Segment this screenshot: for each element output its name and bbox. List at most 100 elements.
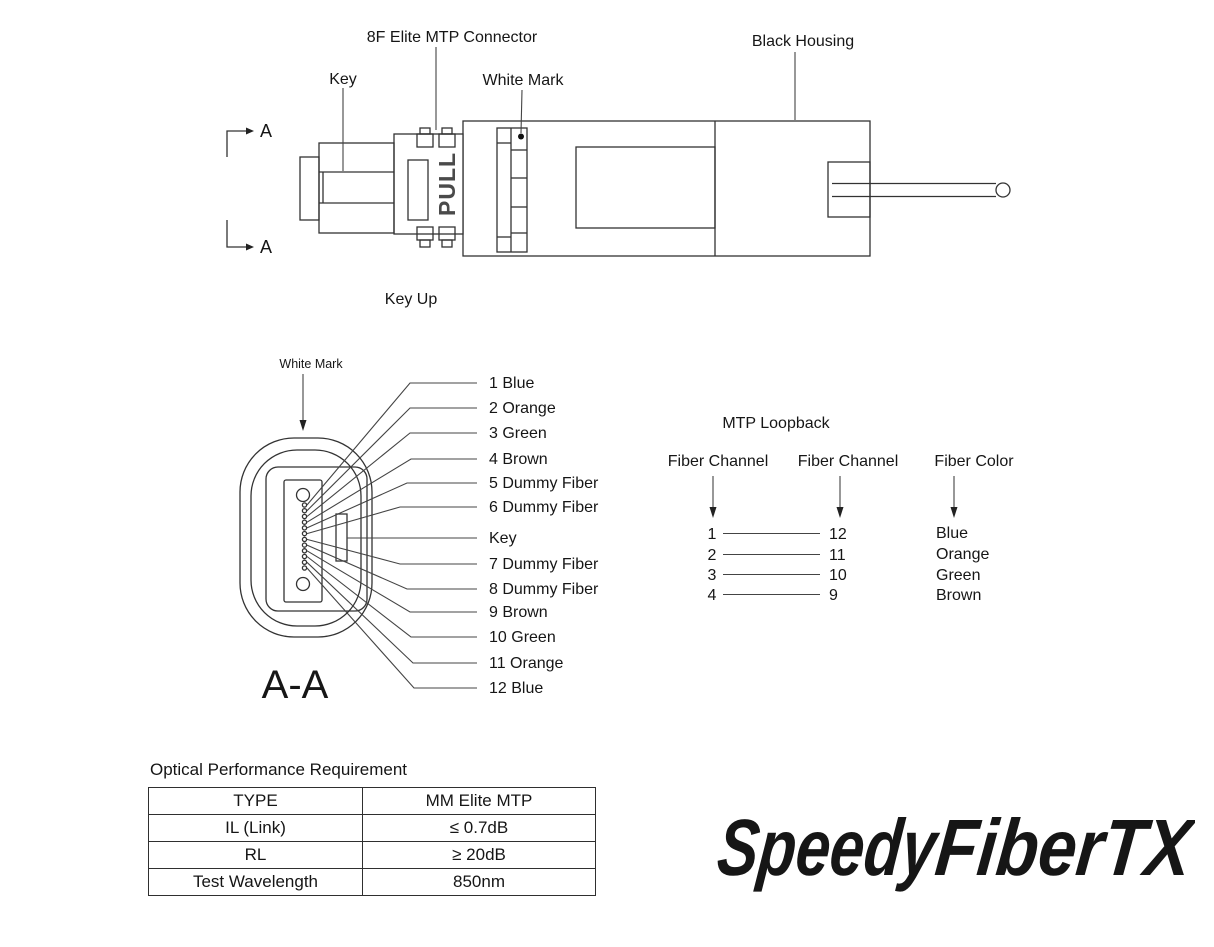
white-mark-dot xyxy=(518,133,524,140)
loopback-header-2: Fiber Channel xyxy=(798,453,899,470)
white-mark-leader-line xyxy=(520,89,523,134)
loopback-color: Green xyxy=(936,567,980,584)
section-letter-top: A xyxy=(260,121,272,141)
section-aa-drawing: White Mark 1 xyxy=(239,357,599,707)
section-letter-bottom: A xyxy=(260,237,272,257)
loopback-from: 3 xyxy=(708,567,717,584)
param-cell: TYPE xyxy=(148,787,363,815)
pin-label: 3 Green xyxy=(489,425,547,442)
fiber-hole-12 xyxy=(301,565,308,571)
fiber-hole-1 xyxy=(301,502,308,508)
pin-label: Key xyxy=(489,530,517,547)
fiber-hole-4 xyxy=(301,519,308,525)
sleeve-window-rect xyxy=(407,159,429,221)
aa-ferrule-face xyxy=(283,479,323,603)
loopback-header-arrows xyxy=(709,476,958,518)
table-row: Test Wavelength 850nm xyxy=(148,868,596,896)
guide-pin-hole-bottom xyxy=(295,576,311,592)
loopback-color: Blue xyxy=(936,525,968,542)
down-arrow-icon xyxy=(950,507,958,518)
fiber-hole-8 xyxy=(301,542,308,548)
fiber-holes xyxy=(301,502,308,571)
white-mark-plate xyxy=(496,127,528,253)
loopback-from: 4 xyxy=(708,587,717,604)
speedyfibertx-logo: Speedy FiberTX xyxy=(714,802,1195,892)
black-housing-label: Black Housing xyxy=(752,33,854,50)
fiber-hole-6 xyxy=(301,530,308,537)
value-cell: 850nm xyxy=(362,868,596,896)
value-cell: ≥ 20dB xyxy=(362,841,596,869)
optical-table-title: Optical Performance Requirement xyxy=(150,760,408,779)
housing-inner-rect xyxy=(575,146,716,229)
fiber-hole-7 xyxy=(301,536,308,543)
pin-label: 1 Blue xyxy=(489,375,534,392)
ferrule-tip-rect xyxy=(299,156,320,221)
loopback-color: Brown xyxy=(936,587,981,604)
logo-part-fibertx: FiberTX xyxy=(932,802,1195,892)
pin-label: 2 Orange xyxy=(489,400,556,417)
table-row: RL ≥ 20dB xyxy=(148,841,596,869)
optical-performance-table: TYPE MM Elite MTP IL (Link) ≤ 0.7dB RL ≥… xyxy=(148,787,596,896)
section-mark-bottom-line xyxy=(226,220,246,248)
loopback-color: Orange xyxy=(936,546,989,563)
fiber-hole-2 xyxy=(301,507,308,514)
aa-white-mark-arrow-icon xyxy=(299,420,307,431)
pin-label: 6 Dummy Fiber xyxy=(489,499,599,516)
logo-part-speedy: Speedy xyxy=(714,802,944,892)
down-arrow-icon xyxy=(836,507,844,518)
aa-key-rect xyxy=(335,513,348,562)
section-title: A-A xyxy=(262,663,329,707)
connector-label: 8F Elite MTP Connector xyxy=(367,29,538,46)
value-cell: ≤ 0.7dB xyxy=(362,814,596,842)
aa-white-mark-callout: White Mark xyxy=(279,357,343,431)
loopback-header-3: Fiber Color xyxy=(934,453,1014,470)
loopback-to: 10 xyxy=(829,567,847,584)
aa-housing-contour xyxy=(265,466,368,612)
top-view-drawing: A A xyxy=(226,29,1011,308)
fiber-hole-5 xyxy=(301,525,308,531)
fiber-hole-11 xyxy=(301,559,308,566)
section-mark-bottom-arrow-icon xyxy=(246,243,254,251)
optical-performance-section: Optical Performance Requirement TYPE MM … xyxy=(148,760,596,896)
param-cell: IL (Link) xyxy=(148,814,363,842)
guide-pin-hole-top xyxy=(295,487,311,503)
pin-label: 8 Dummy Fiber xyxy=(489,581,599,598)
pin-label: 9 Brown xyxy=(489,604,548,621)
fiber-cable xyxy=(832,182,1011,198)
pin-label: 7 Dummy Fiber xyxy=(489,556,599,573)
white-mark-label: White Mark xyxy=(483,72,565,89)
fiber-hole-9 xyxy=(301,548,308,554)
fiber-hole-10 xyxy=(301,553,308,560)
pull-text: PULL xyxy=(434,152,460,216)
param-cell: Test Wavelength xyxy=(148,868,363,896)
pull-sleeve: PULL xyxy=(393,127,464,248)
black-housing-outline xyxy=(462,120,871,257)
loopback-to: 12 xyxy=(829,526,847,543)
loopback-from: 1 xyxy=(708,526,717,543)
loopback-from: 2 xyxy=(708,547,717,564)
section-cut-marker: A A xyxy=(226,121,272,257)
param-cell: RL xyxy=(148,841,363,869)
pin-label: 5 Dummy Fiber xyxy=(489,475,599,492)
pin-leader-lines xyxy=(306,382,477,689)
loopback-title: MTP Loopback xyxy=(722,415,830,432)
value-cell: MM Elite MTP xyxy=(362,787,596,815)
loopback-to: 9 xyxy=(829,587,838,604)
pin-labels: 1 Blue 2 Orange 3 Green 4 Brown 5 Dummy … xyxy=(489,375,599,697)
loopback-rows: 1 12 Blue 2 11 Orange 3 10 Green 4 9 Bro… xyxy=(708,525,990,604)
pin-label: 12 Blue xyxy=(489,680,543,697)
aa-white-mark-label: White Mark xyxy=(279,357,343,371)
cable-end-circle xyxy=(995,182,1011,198)
fiber-hole-3 xyxy=(301,513,308,520)
table-row: TYPE MM Elite MTP xyxy=(148,787,596,815)
ferrule-body xyxy=(299,142,395,234)
pin-label: 4 Brown xyxy=(489,451,548,468)
loopback-map: MTP Loopback Fiber Channel Fiber Channel… xyxy=(668,415,1014,604)
key-up-label: Key Up xyxy=(385,291,438,308)
loopback-header-1: Fiber Channel xyxy=(668,453,769,470)
loopback-to: 11 xyxy=(829,547,846,564)
section-mark-top-line xyxy=(226,130,246,157)
pin-label: 10 Green xyxy=(489,629,556,646)
